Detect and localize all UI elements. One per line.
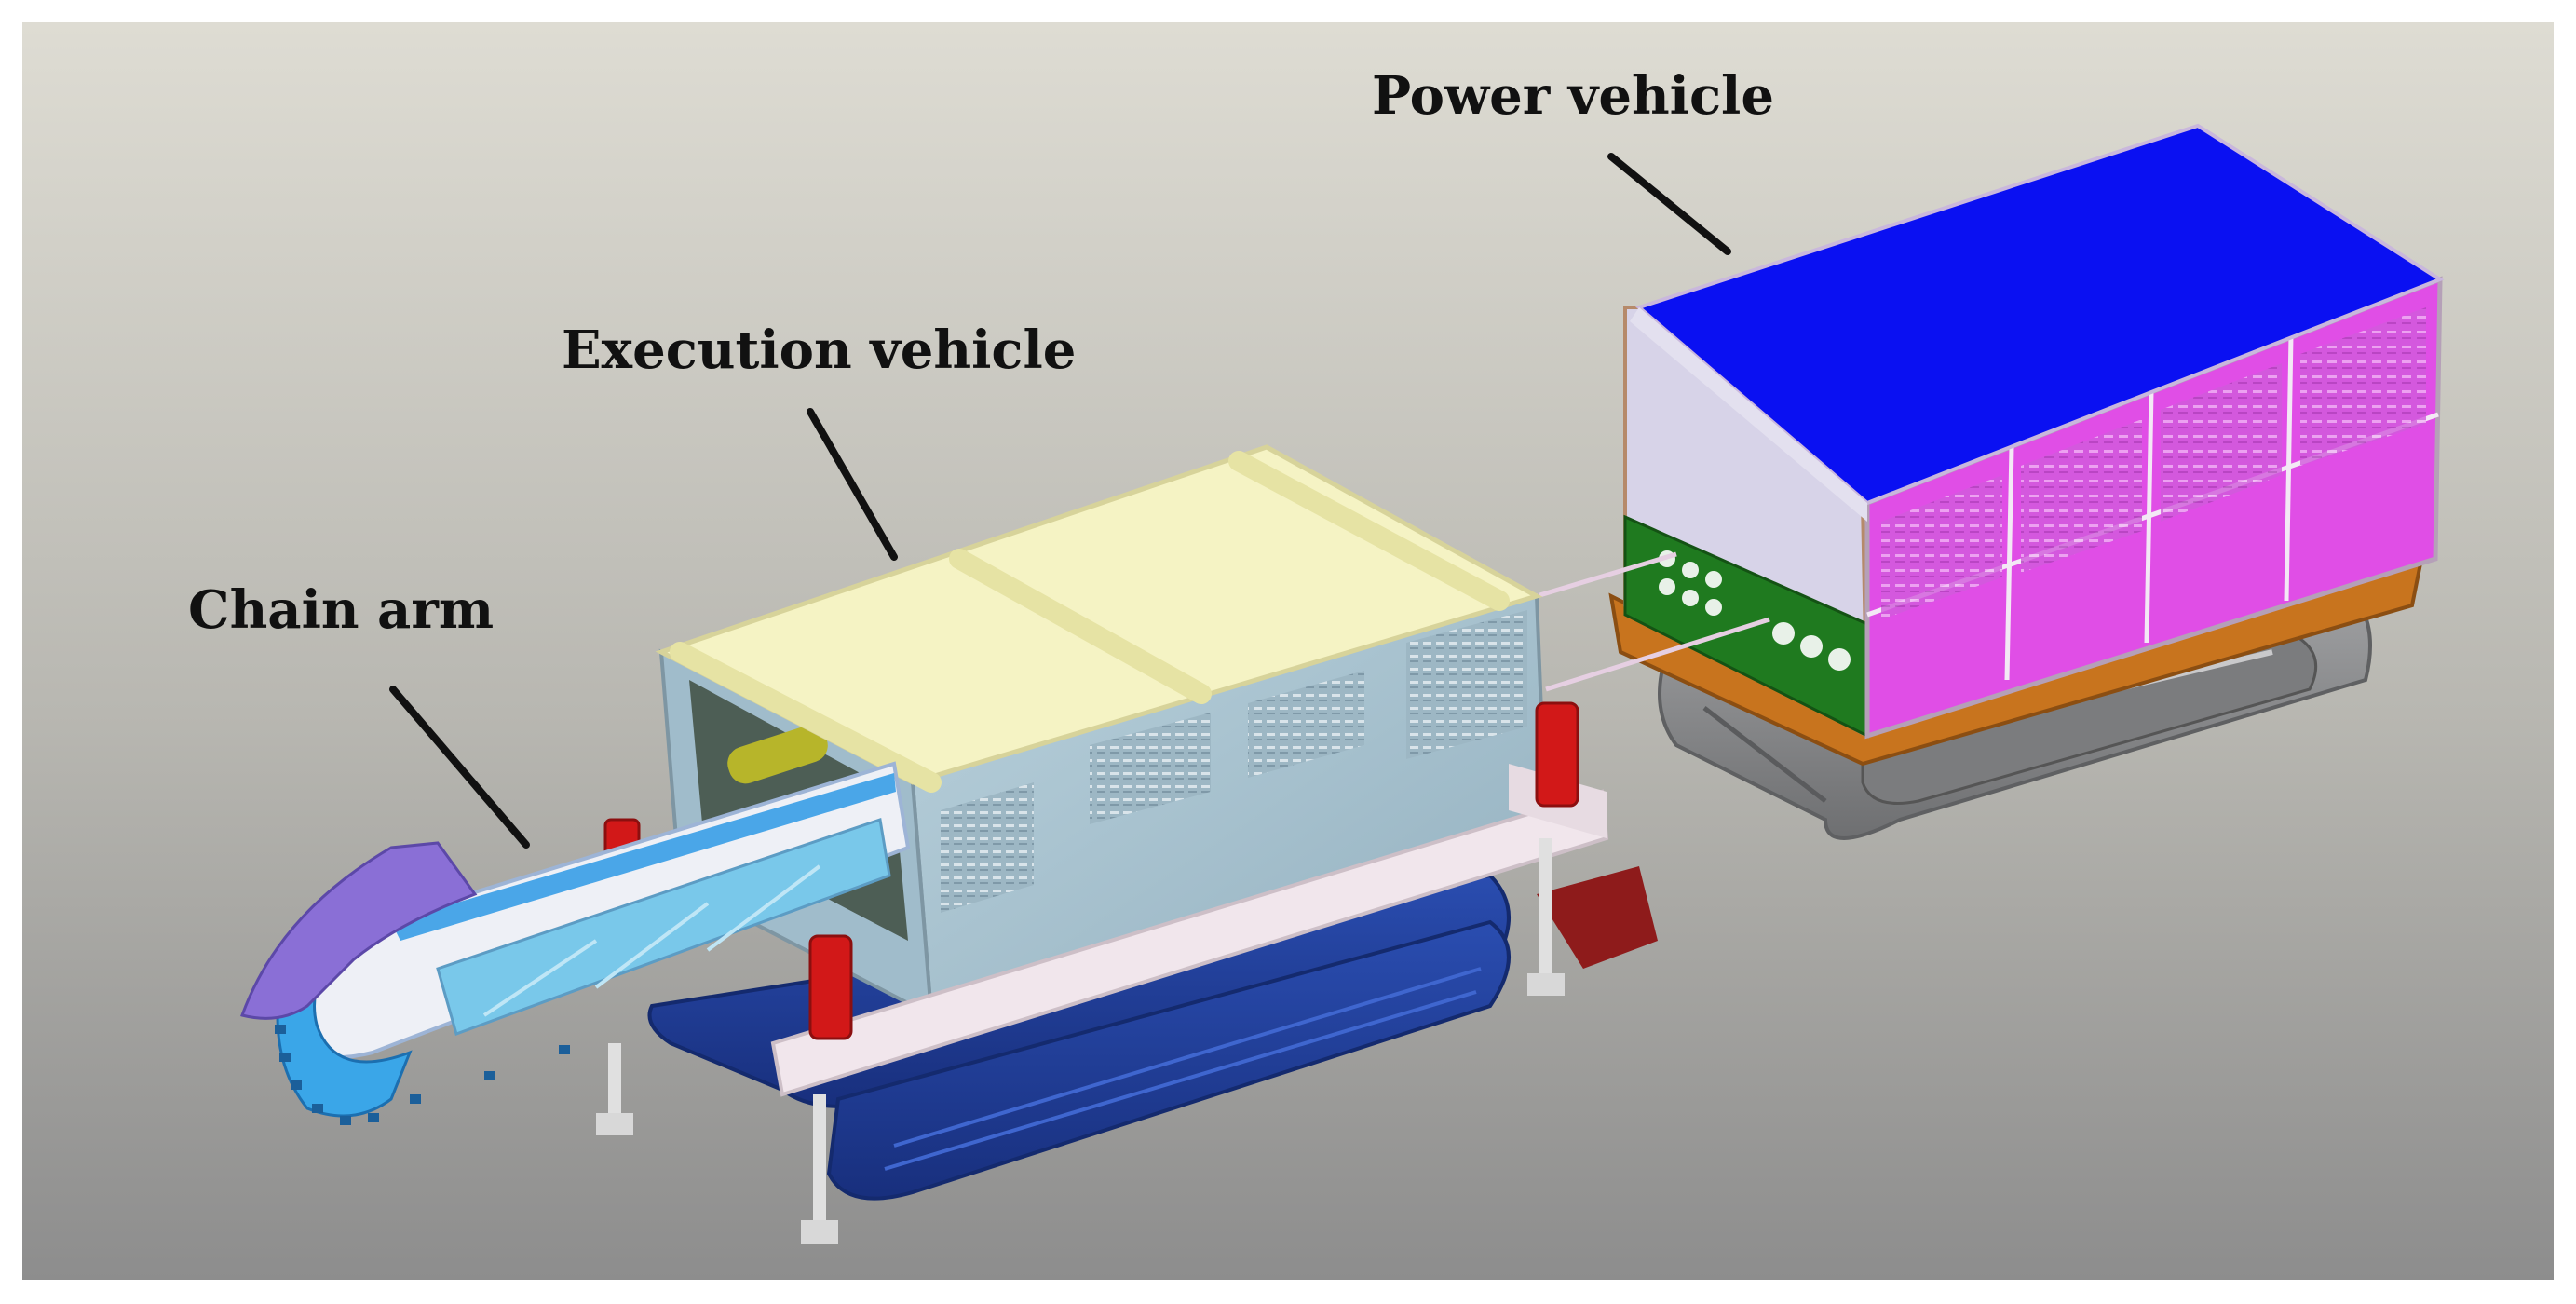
- callout-line-power-vehicle: [1607, 153, 1731, 255]
- label-power-vehicle: Power vehicle: [1372, 65, 1774, 127]
- power-vehicle-vent-grilles: [1881, 307, 2426, 619]
- chain-arm-glass-channel: [436, 818, 891, 1036]
- callout-line-execution-vehicle: [807, 408, 898, 561]
- execution-vehicle-cylinder: [727, 725, 828, 784]
- roof-ribs: [670, 451, 1510, 793]
- execution-vehicle: [596, 444, 1658, 1244]
- chain-arm-shield: [240, 841, 478, 1020]
- callout-lines: [389, 153, 1731, 849]
- chain-arm-teeth: [275, 1025, 570, 1125]
- chain-arm-braces: [482, 864, 821, 1017]
- execution-vehicle-track: [826, 919, 1511, 1201]
- chain-arm-blue-rail: [391, 773, 896, 941]
- control-panel-knobs: [1659, 550, 1851, 671]
- power-vehicle-roof: [1634, 123, 2445, 506]
- power-vehicle-upper-band: [1630, 307, 1867, 522]
- execution-vehicle-vents: [941, 610, 1527, 913]
- label-execution-vehicle: Execution vehicle: [562, 319, 1076, 381]
- track-treads: [884, 967, 1482, 1171]
- connecting-cables: [1536, 551, 1770, 692]
- label-chain-arm: Chain arm: [188, 579, 494, 641]
- power-vehicle: [1608, 123, 2445, 840]
- red-bracket: [1537, 866, 1658, 969]
- callout-line-chain-arm: [389, 686, 530, 849]
- support-legs: [596, 838, 1565, 1244]
- chain-arm: [240, 761, 911, 1125]
